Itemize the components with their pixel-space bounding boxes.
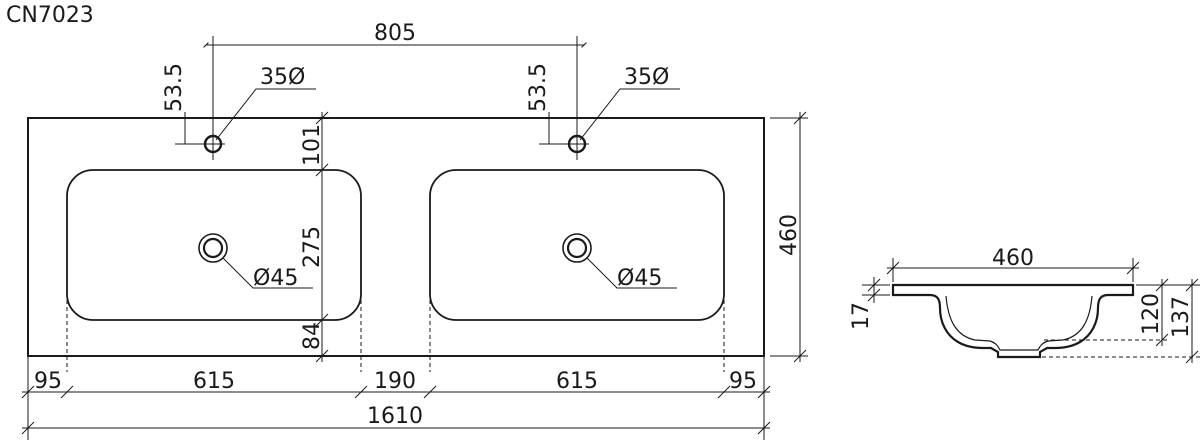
drain-right xyxy=(562,233,592,263)
leader-faucet-hole-left xyxy=(215,88,316,141)
label-side-width: 460 xyxy=(992,246,1034,271)
countertop-outline xyxy=(27,117,765,357)
bowl-extension-lines xyxy=(66,300,725,372)
model-title: CN7023 xyxy=(6,3,94,28)
dim-bottom-chain xyxy=(21,356,771,440)
leader-faucet-hole-right xyxy=(579,88,680,141)
side-view: 460 17 120 137 xyxy=(849,246,1200,364)
dim-side-width xyxy=(886,258,1140,282)
label-faucet-offset-left: 53.5 xyxy=(162,63,187,112)
drain-left xyxy=(198,233,228,263)
dim-overall-depth xyxy=(770,111,808,363)
dim-bowl-height xyxy=(1044,278,1170,347)
leader-drain-right xyxy=(586,257,677,289)
label-bowl-depth: 275 xyxy=(300,226,325,268)
dim-total-height xyxy=(1042,278,1200,364)
dim-slab-thickness xyxy=(862,277,890,303)
top-view: 805 53.5 53.5 35Ø 35Ø xyxy=(21,21,808,440)
label-overall-width: 1610 xyxy=(367,404,423,429)
label-faucet-spacing: 805 xyxy=(374,21,416,46)
label-faucet-offset-right: 53.5 xyxy=(526,63,551,112)
label-total-height: 137 xyxy=(1169,296,1194,338)
label-seg-1: 95 xyxy=(34,369,62,394)
leader-drain-left xyxy=(222,257,313,289)
label-overall-depth: 460 xyxy=(777,214,802,256)
dim-overall-width xyxy=(21,421,771,435)
label-faucet-hole-right: 35Ø xyxy=(624,65,669,90)
label-seg-3: 190 xyxy=(374,369,416,394)
dim-faucet-offset-left xyxy=(175,112,225,145)
label-slab-thickness: 17 xyxy=(849,302,874,330)
label-bowl-to-front: 84 xyxy=(300,322,325,350)
dim-faucet-offset-right xyxy=(539,112,589,145)
label-drain-right: Ø45 xyxy=(617,266,662,291)
basin-section-profile xyxy=(891,283,1135,359)
label-edge-to-bowl: 101 xyxy=(300,124,325,166)
label-faucet-hole-left: 35Ø xyxy=(260,65,305,90)
bowl-right xyxy=(429,169,725,321)
basin-inner-profile xyxy=(945,295,1093,351)
label-drain-left: Ø45 xyxy=(253,266,298,291)
dim-vertical-chain xyxy=(310,111,334,363)
label-bowl-height: 120 xyxy=(1139,293,1164,335)
label-seg-5: 95 xyxy=(729,369,757,394)
dim-faucet-spacing xyxy=(203,36,587,160)
bowl-left xyxy=(66,169,362,321)
label-seg-4: 615 xyxy=(556,369,598,394)
label-seg-2: 615 xyxy=(193,369,235,394)
